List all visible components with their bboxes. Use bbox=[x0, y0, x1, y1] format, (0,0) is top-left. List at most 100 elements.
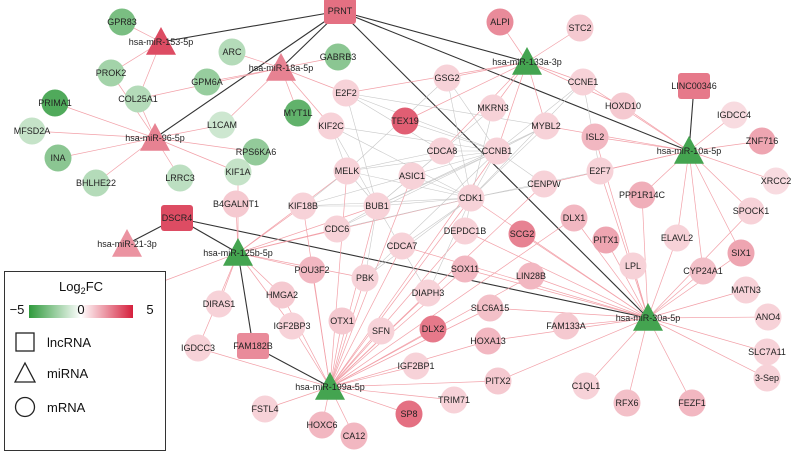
node-fam182b[interactable]: FAM182B bbox=[233, 333, 273, 359]
node-hsa-mir-199a-5p[interactable]: hsa-miR-199a-5p bbox=[295, 372, 365, 400]
edge-hsa-mir-125b-5p-bub1 bbox=[237, 205, 378, 254]
node-hsa-mir-153-5p[interactable]: hsa-miR-153-5p bbox=[129, 27, 194, 55]
node-znf716[interactable]: ZNF716 bbox=[746, 127, 779, 155]
node-pitx1[interactable]: PITX1 bbox=[592, 226, 620, 254]
node-linc00346[interactable]: LINC00346 bbox=[671, 73, 717, 99]
node-bhlhe22[interactable]: BHLHE22 bbox=[76, 169, 116, 197]
node-gpm6a[interactable]: GPM6A bbox=[191, 68, 223, 96]
node-kif1a[interactable]: KIF1A bbox=[224, 158, 252, 186]
node-sox11[interactable]: SOX11 bbox=[451, 255, 479, 283]
node-hmga2[interactable]: HMGA2 bbox=[266, 281, 298, 309]
node-asic1[interactable]: ASIC1 bbox=[398, 162, 426, 190]
node-scg2[interactable]: SCG2 bbox=[508, 220, 536, 248]
node-hoxd10[interactable]: HOXD10 bbox=[605, 92, 641, 120]
node-l1cam[interactable]: L1CAM bbox=[207, 111, 237, 139]
node-isl2[interactable]: ISL2 bbox=[581, 123, 609, 151]
node-hsa-mir-21-3p[interactable]: hsa-miR-21-3p bbox=[97, 229, 157, 257]
node-e2f2[interactable]: E2F2 bbox=[332, 79, 360, 107]
node-bub1[interactable]: BUB1 bbox=[363, 192, 391, 220]
node-ccnb1[interactable]: CCNB1 bbox=[482, 137, 513, 165]
node-igf2bp1[interactable]: IGF2BP1 bbox=[397, 352, 435, 380]
node-kif2c[interactable]: KIF2C bbox=[317, 112, 345, 140]
node-hsa-mir-125b-5p[interactable]: hsa-miR-125b-5p bbox=[203, 238, 273, 266]
node-cdca8[interactable]: CDCA8 bbox=[427, 137, 458, 165]
node-mfsd2a[interactable]: MFSD2A bbox=[14, 117, 51, 145]
node-col25a1[interactable]: COL25A1 bbox=[118, 85, 158, 113]
node-myt1l[interactable]: MYT1L bbox=[283, 99, 313, 127]
node-rps6ka6[interactable]: RPS6KA6 bbox=[236, 138, 277, 166]
node-b4galnt1[interactable]: B4GALNT1 bbox=[213, 190, 259, 218]
node-hsa-mir-10a-5p[interactable]: hsa-miR-10a-5p bbox=[657, 136, 722, 164]
node-cdc6[interactable]: CDC6 bbox=[323, 215, 351, 243]
node-gabrb3[interactable]: GABRB3 bbox=[320, 43, 357, 71]
node-melk[interactable]: MELK bbox=[333, 157, 361, 185]
node-pitx2[interactable]: PITX2 bbox=[484, 367, 512, 395]
node-slc7a11[interactable]: SLC7A11 bbox=[748, 338, 786, 366]
node-fam133a[interactable]: FAM133A bbox=[546, 312, 586, 340]
mrna-circle bbox=[124, 85, 152, 113]
node-ina[interactable]: INA bbox=[44, 144, 72, 172]
node-alpi[interactable]: ALPI bbox=[486, 8, 514, 36]
node-six1[interactable]: SIX1 bbox=[727, 239, 755, 267]
node-tex19[interactable]: TEX19 bbox=[391, 107, 419, 135]
node-fstl4[interactable]: FSTL4 bbox=[251, 395, 279, 423]
node-sfn[interactable]: SFN bbox=[367, 317, 395, 345]
node-lpl[interactable]: LPL bbox=[619, 252, 647, 280]
node-slc6a15[interactable]: SLC6A15 bbox=[471, 294, 510, 322]
node-mkrn3[interactable]: MKRN3 bbox=[477, 94, 509, 122]
node-diaph3[interactable]: DIAPH3 bbox=[412, 279, 445, 307]
node-prima1[interactable]: PRIMA1 bbox=[38, 89, 72, 117]
node-cdca7[interactable]: CDCA7 bbox=[387, 232, 418, 260]
node-fezf1[interactable]: FEZF1 bbox=[678, 389, 706, 417]
mrna-circle bbox=[748, 127, 776, 155]
node-prnt[interactable]: PRNT bbox=[324, 0, 356, 24]
node-matn3[interactable]: MATN3 bbox=[731, 276, 761, 304]
node-ca12[interactable]: CA12 bbox=[340, 422, 368, 450]
node-kif18b[interactable]: KIF18B bbox=[288, 192, 318, 220]
node-c1ql1[interactable]: C1QL1 bbox=[572, 372, 601, 400]
node-lin28b[interactable]: LIN28B bbox=[516, 262, 546, 290]
node-pou3f2[interactable]: POU3F2 bbox=[294, 256, 330, 284]
node-igdcc4[interactable]: IGDCC4 bbox=[717, 101, 751, 129]
node-arc[interactable]: ARC bbox=[218, 38, 246, 66]
node-xrcc2[interactable]: XRCC2 bbox=[761, 167, 792, 195]
node-hsa-mir-18a-5p[interactable]: hsa-miR-18a-5p bbox=[249, 53, 314, 81]
mrna-circle bbox=[678, 389, 706, 417]
node-mybl2[interactable]: MYBL2 bbox=[531, 112, 561, 140]
node-pbk[interactable]: PBK bbox=[351, 264, 379, 292]
node-sp8[interactable]: SP8 bbox=[395, 400, 423, 428]
node-3-sep[interactable]: 3-Sep bbox=[753, 364, 781, 392]
node-ppp1r14c[interactable]: PPP1R14C bbox=[619, 181, 666, 209]
node-hsa-mir-30a-5p[interactable]: hsa-miR-30a-5p bbox=[616, 303, 681, 331]
node-e2f7[interactable]: E2F7 bbox=[586, 157, 614, 185]
node-igf2bp3[interactable]: IGF2BP3 bbox=[273, 312, 311, 340]
node-prok2[interactable]: PROK2 bbox=[96, 59, 127, 87]
node-gsg2[interactable]: GSG2 bbox=[433, 64, 461, 92]
node-spock1[interactable]: SPOCK1 bbox=[733, 197, 770, 225]
node-dlx1[interactable]: DLX1 bbox=[560, 204, 588, 232]
node-ano4[interactable]: ANO4 bbox=[754, 303, 782, 331]
node-hoxa13[interactable]: HOXA13 bbox=[470, 327, 506, 355]
node-igdcc3[interactable]: IGDCC3 bbox=[181, 334, 215, 362]
node-dlx2[interactable]: DLX2 bbox=[419, 315, 447, 343]
node-rfx6[interactable]: RFX6 bbox=[613, 389, 641, 417]
node-hoxc6[interactable]: HOXC6 bbox=[306, 411, 338, 439]
node-cyp24a1[interactable]: CYP24A1 bbox=[683, 257, 723, 285]
node-cenpw[interactable]: CENPW bbox=[527, 170, 561, 198]
node-hsa-mir-133a-3p[interactable]: hsa-miR-133a-3p bbox=[492, 47, 562, 75]
node-gpr83[interactable]: GPR83 bbox=[107, 8, 137, 36]
node-cdk1[interactable]: CDK1 bbox=[457, 184, 485, 212]
edge-hsa-mir-30a-5p-pitx1 bbox=[605, 239, 649, 319]
node-ccne1[interactable]: CCNE1 bbox=[568, 68, 599, 96]
node-elavl2[interactable]: ELAVL2 bbox=[661, 224, 693, 252]
edge-hsa-mir-30a-5p-pitx2 bbox=[497, 317, 649, 382]
node-stc2[interactable]: STC2 bbox=[566, 14, 594, 42]
node-hsa-mir-96-5p[interactable]: hsa-miR-96-5p bbox=[125, 123, 185, 151]
node-depdc1b[interactable]: DEPDC1B bbox=[444, 217, 487, 245]
node-lrrc3[interactable]: LRRC3 bbox=[165, 164, 195, 192]
node-label: HOXC6 bbox=[306, 420, 337, 430]
node-diras1[interactable]: DIRAS1 bbox=[203, 290, 236, 318]
node-dscr4[interactable]: DSCR4 bbox=[161, 205, 193, 231]
node-otx1[interactable]: OTX1 bbox=[328, 307, 356, 335]
node-trim71[interactable]: TRIM71 bbox=[438, 386, 470, 414]
